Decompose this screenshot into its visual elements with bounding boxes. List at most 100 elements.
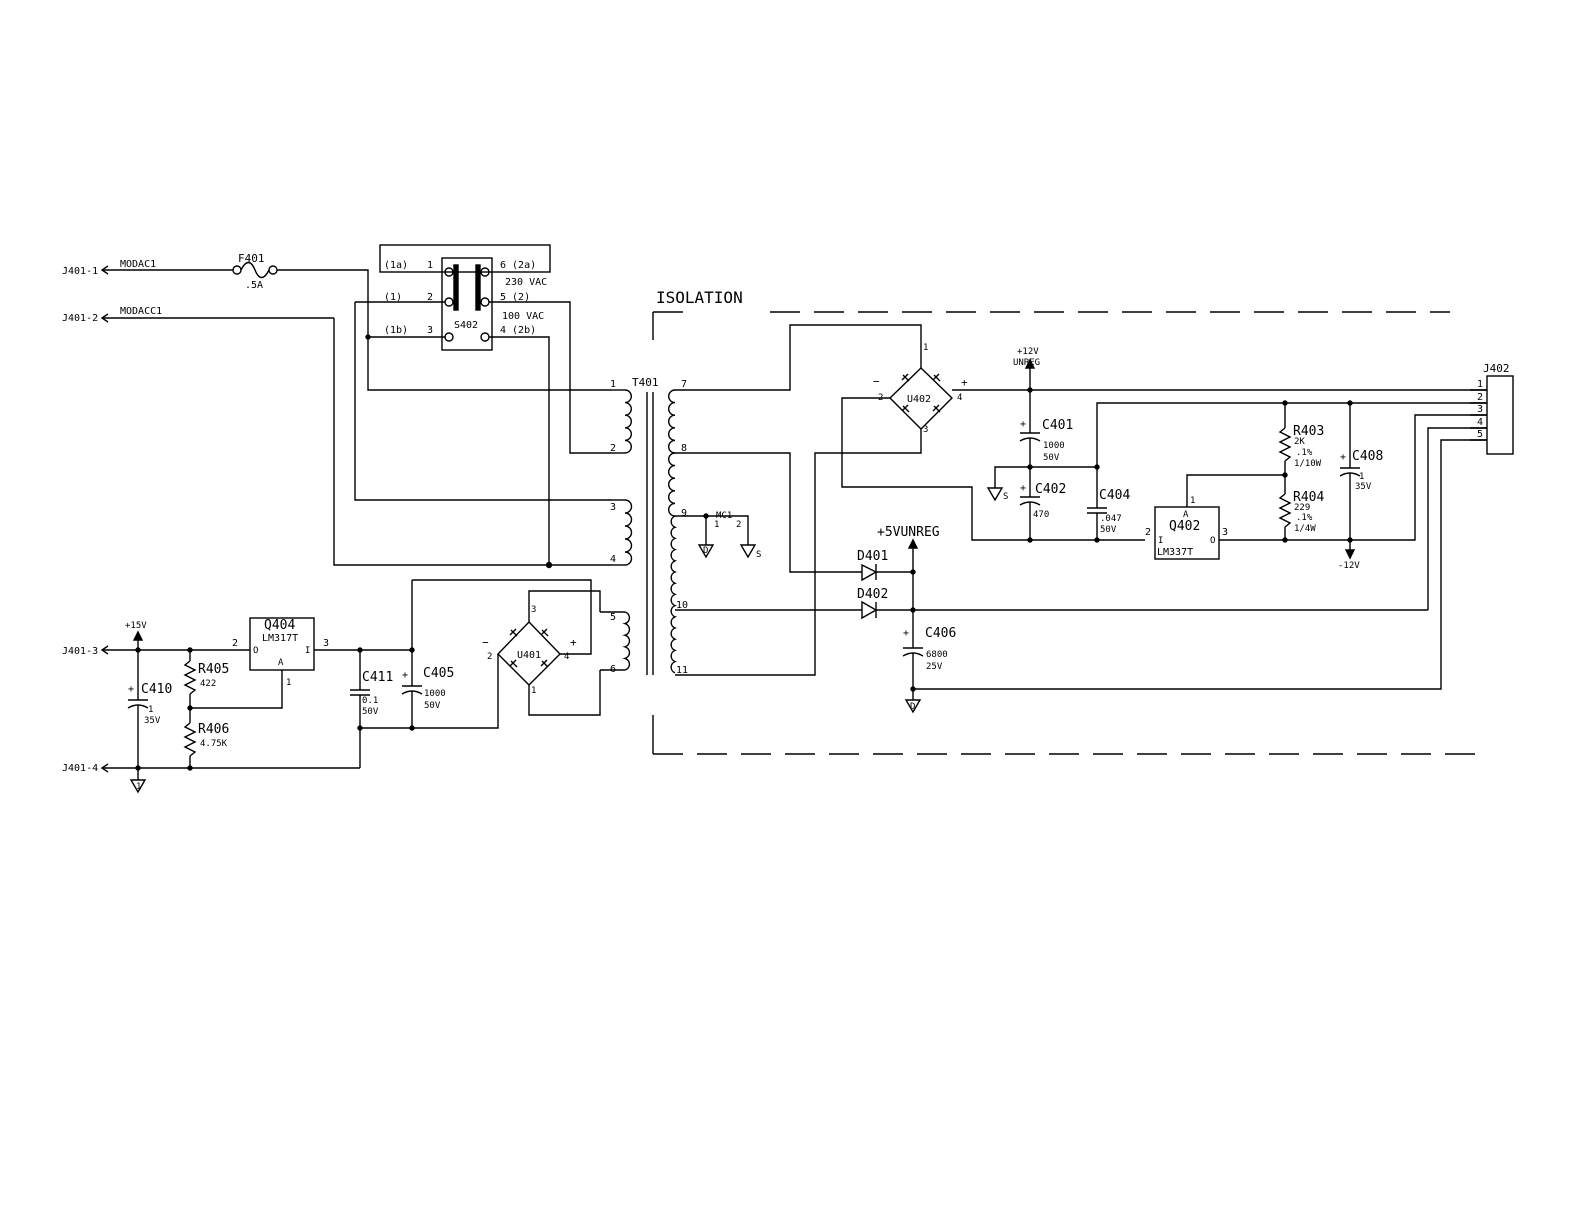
resistors-r403-r404: R403 2K .1% 1/10W R404 229 .1% 1/4W bbox=[1278, 400, 1324, 543]
q404-pin-2: 2 bbox=[232, 638, 238, 649]
c402-ref: C402 bbox=[1035, 482, 1066, 497]
r403-power: 1/10W bbox=[1294, 459, 1322, 469]
c410-value: 1 bbox=[148, 705, 153, 715]
transformer-t401: T401 1 2 3 4 5 6 7 8 9 10 11 MC1 1 2 bbox=[600, 324, 922, 676]
minus12v-label: -12V bbox=[1338, 561, 1360, 571]
c408-ref: C408 bbox=[1352, 449, 1383, 464]
u402-pin-4: 4 bbox=[957, 393, 962, 403]
u402-plus: + bbox=[961, 376, 968, 389]
t401-pin-8: 8 bbox=[681, 443, 687, 454]
t401-pin-1: 1 bbox=[610, 379, 616, 390]
cap-c408: -12V + C408 1 35V bbox=[1338, 400, 1383, 571]
j402-pin-5: 5 bbox=[1477, 429, 1483, 440]
q404-ref: Q404 bbox=[264, 618, 295, 633]
j401-3-label: J401-3 bbox=[62, 646, 98, 657]
c411-value: 0.1 bbox=[362, 696, 378, 706]
fuse-value: .5A bbox=[245, 280, 263, 291]
c410-plus: + bbox=[128, 684, 134, 695]
s402-100vac: 100 VAC bbox=[502, 311, 544, 322]
q402-pin-3: 3 bbox=[1222, 527, 1228, 538]
q404-a: A bbox=[278, 658, 284, 668]
q404-pin-1: 1 bbox=[286, 678, 291, 688]
u402-minus: − bbox=[873, 375, 880, 388]
ground-d-mc: D bbox=[703, 546, 708, 556]
modacc1-label: MODACC1 bbox=[120, 306, 162, 317]
t401-ref: T401 bbox=[632, 376, 659, 389]
fuse-ref: F401 bbox=[238, 252, 265, 265]
r404-value: 229 bbox=[1294, 503, 1310, 513]
q404-i: I bbox=[305, 646, 310, 656]
u401-plus: + bbox=[570, 636, 577, 649]
c404-value: .047 bbox=[1100, 514, 1122, 524]
s402-pin-3: 3 bbox=[427, 325, 433, 336]
q402-part: LM337T bbox=[1157, 547, 1193, 558]
s402-230vac: 230 VAC bbox=[505, 277, 547, 288]
plus15v-label: +15V bbox=[125, 621, 147, 631]
q402-pin-2: 2 bbox=[1145, 527, 1151, 538]
c410-voltage: 35V bbox=[144, 716, 161, 726]
j402-pin-1: 1 bbox=[1477, 379, 1483, 390]
j402-pin-3: 3 bbox=[1477, 404, 1483, 415]
r404-power: 1/4W bbox=[1294, 524, 1316, 534]
plus5vunreg-label: +5VUNREG bbox=[877, 525, 940, 540]
c401-plus: + bbox=[1020, 419, 1026, 430]
u401-pin-4: 4 bbox=[564, 652, 569, 662]
s402-label-2a: 6 (2a) bbox=[500, 260, 536, 271]
q404-pin-3: 3 bbox=[323, 638, 329, 649]
r406-ref: R406 bbox=[198, 722, 229, 737]
mc1-label: MC1 bbox=[716, 511, 732, 521]
u402-ref: U402 bbox=[907, 394, 931, 405]
ground-s-mc: S bbox=[756, 550, 761, 560]
t401-pin-7: 7 bbox=[681, 379, 687, 390]
bridge-u402: U402 1 2 3 4 − + bbox=[841, 343, 1145, 541]
r406-value: 4.75K bbox=[200, 739, 228, 749]
j402-ref: J402 bbox=[1483, 362, 1510, 375]
plus12v-rail: +12V UNREG bbox=[952, 347, 1487, 393]
r404-ref: R404 bbox=[1293, 490, 1324, 505]
s402-pin-1: 1 bbox=[427, 260, 433, 271]
c411-ref: C411 bbox=[362, 670, 393, 685]
q402-i: I bbox=[1158, 536, 1163, 546]
u402-pin-3: 3 bbox=[923, 425, 928, 435]
t401-pin-10: 10 bbox=[676, 600, 688, 611]
plus15v-section: J401-3 J401-4 +15V 1 + C410 1 35V R405 4… bbox=[62, 579, 601, 794]
t401-pin-11: 11 bbox=[676, 665, 688, 676]
connector-j402: J402 1 2 3 4 5 bbox=[1470, 362, 1514, 455]
c410-ref: C410 bbox=[141, 682, 172, 697]
c401-voltage: 50V bbox=[1043, 453, 1060, 463]
t401-pin-6: 6 bbox=[610, 664, 616, 675]
c402-value: 470 bbox=[1033, 510, 1049, 520]
q402-pin-1: 1 bbox=[1190, 496, 1195, 506]
q404-part: LM317T bbox=[262, 633, 298, 644]
u402-pin-1: 1 bbox=[923, 343, 928, 353]
cap-c404: C404 .047 50V bbox=[1030, 402, 1487, 543]
q402-o: O bbox=[1210, 536, 1215, 546]
switch-s402: (1a) 1 (1) 2 (1b) 3 S402 6 (2a) 230 VAC … bbox=[354, 244, 612, 569]
d401-ref: D401 bbox=[857, 549, 888, 564]
j401-2-label: J401-2 bbox=[62, 313, 98, 324]
s402-label-2: 5 (2) bbox=[500, 292, 530, 303]
ground-s-c401: S bbox=[1003, 492, 1008, 502]
r403-value: 2K bbox=[1294, 437, 1305, 447]
s402-ref: S402 bbox=[454, 320, 478, 331]
s402-label-1: (1) bbox=[384, 292, 402, 303]
c405-ref: C405 bbox=[423, 666, 454, 681]
c402-plus: + bbox=[1020, 483, 1026, 494]
isolation-label: ISOLATION bbox=[656, 288, 743, 307]
q402-a: A bbox=[1183, 510, 1189, 520]
j401-4-label: J401-4 bbox=[62, 763, 98, 774]
j402-pin-4: 4 bbox=[1477, 417, 1483, 428]
c408-voltage: 35V bbox=[1355, 482, 1372, 492]
c411-voltage: 50V bbox=[362, 707, 379, 717]
r405-value: 422 bbox=[200, 679, 216, 689]
ground-1-c410: 1 bbox=[136, 782, 141, 792]
mc1-pin-1: 1 bbox=[714, 520, 719, 530]
fuse-f401: F401 .5A bbox=[232, 252, 278, 291]
c401-value: 1000 bbox=[1043, 441, 1065, 451]
t401-pin-3: 3 bbox=[610, 502, 616, 513]
s402-label-1a: (1a) bbox=[384, 260, 408, 271]
ground-d-c406: D bbox=[910, 702, 915, 712]
c406-ref: C406 bbox=[925, 626, 956, 641]
c401-ref: C401 bbox=[1042, 418, 1073, 433]
